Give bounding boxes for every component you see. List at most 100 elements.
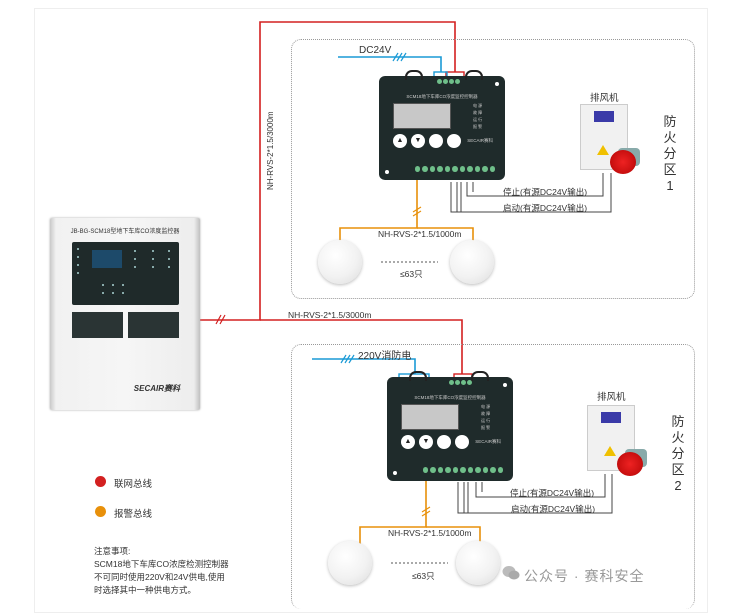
controller-logo-zone1: SECAIR赛科 [467, 138, 493, 143]
warning-icon [597, 145, 609, 155]
status-label: 运 [473, 117, 477, 122]
zone-name-char: 1 [666, 178, 674, 193]
co-detector-icon [450, 240, 494, 284]
mount-hole [495, 82, 499, 86]
co-controller-zone2: SCM18地下车库CO浓度监控控制器 电 源 故 障 运 行 报 警 ▲ ▼ S… [387, 371, 513, 481]
stop-output-line-2 [475, 474, 606, 498]
zone-name-char: 2 [674, 478, 682, 493]
status-led [77, 248, 79, 250]
mount-ear [405, 70, 423, 80]
keypad-key [102, 284, 104, 286]
co-controller-zone1: SCM18地下车库CO浓度监控控制器 电 源 故 障 运 行 报 警 ▲ ▼ S… [379, 70, 505, 180]
watermark-text: 公众号 · 赛科安全 [524, 568, 645, 584]
main-panel-display [72, 242, 179, 305]
cable-slash [348, 354, 355, 364]
stop-output-label-zone2: 停止(有源DC24V输出) [510, 488, 595, 498]
cable-slash [392, 52, 399, 62]
controller-title-zone1: SCM18地下车库CO浓度监控控制器 [406, 94, 478, 99]
status-label: 电 [473, 103, 477, 108]
main-panel-logo: SECAIR赛科 [133, 384, 180, 393]
status-led [152, 266, 154, 268]
zone-name-char: 防 [671, 414, 685, 429]
mount-ear [471, 371, 489, 381]
status-led [77, 272, 79, 274]
zone-name-char: 区 [663, 162, 677, 177]
cable-slash [215, 314, 222, 325]
power-line-zone1 [338, 56, 442, 72]
controller-lcd-zone2 [401, 404, 459, 430]
controller-lcd-zone1 [393, 103, 451, 129]
power-label-zone2: 220V消防电 [358, 351, 412, 362]
legend-network-bus-label: 联网总线 [114, 479, 153, 490]
cable-slash [396, 52, 403, 62]
zone-name-char: 火 [663, 130, 677, 145]
fan-label-zone2: 排风机 [597, 392, 626, 403]
start-output-line-2 [457, 474, 613, 514]
alarm-bus-zone1 [339, 178, 418, 245]
fire-zone-2 [291, 344, 695, 609]
status-led [77, 256, 79, 258]
detector-count-zone1: ≤63只 [400, 269, 423, 279]
start-output-label-zone1: 启动(有源DC24V输出) [503, 203, 588, 213]
mount-ear [409, 371, 427, 381]
status-label: 行 [486, 418, 491, 423]
function-button[interactable] [437, 435, 451, 449]
zone-indicator-grid-left [72, 312, 123, 338]
cable-slash [219, 314, 226, 325]
exhaust-fan-icon-zone2 [617, 452, 643, 476]
bottom-terminals [415, 166, 495, 172]
status-led [168, 258, 170, 260]
fan-label-zone1: 排风机 [590, 93, 619, 104]
cable-slash [412, 206, 422, 213]
power-label-zone1: DC24V [359, 45, 392, 56]
mount-hole [503, 383, 507, 387]
status-label: 源 [478, 103, 483, 108]
status-label: 故 [473, 110, 477, 115]
up-button[interactable]: ▲ [401, 435, 415, 449]
co-detector-icon [318, 240, 362, 284]
notes-title: 注意事项: [94, 546, 131, 556]
mount-hole [385, 170, 389, 174]
status-led [134, 258, 136, 260]
notes-block: 注意事项: SCM18地下车库CO浓度检测控制器 不可同时使用220V和24V供… [94, 545, 229, 597]
controller-logo-zone2: SECAIR赛科 [475, 439, 501, 444]
alarm-bus-zone2 [359, 478, 427, 545]
keypad-key [112, 292, 114, 294]
status-label: 障 [478, 110, 483, 115]
cable-slash [400, 52, 407, 62]
alarm-bus-zone2-right [426, 526, 481, 545]
start-output-label-zone2: 启动(有源DC24V输出) [511, 504, 596, 514]
zone-name-char: 防 [663, 114, 677, 129]
warning-icon [604, 446, 616, 456]
function-button[interactable] [429, 134, 443, 148]
wechat-icon [502, 566, 520, 580]
keypad-key [102, 292, 104, 294]
status-label: 警 [478, 124, 483, 129]
trunk-cable-horizontal-label: NH-RVS-2*1.5/3000m [288, 310, 372, 320]
trunk-cable-vertical-label: NH-RVS-2*1.5/3000m [266, 111, 275, 190]
power-line-zone2 [312, 358, 416, 374]
function-button[interactable] [455, 435, 469, 449]
status-led [77, 264, 79, 266]
controller-title-zone2: SCM18地下车库CO浓度监控控制器 [414, 395, 486, 400]
status-led [152, 250, 154, 252]
network-bus-zone2 [260, 319, 463, 374]
legend-alarm-bus-swatch [95, 506, 106, 517]
up-button[interactable]: ▲ [393, 134, 407, 148]
status-label: 运 [481, 418, 485, 423]
function-button[interactable] [447, 134, 461, 148]
zone-name-char: 火 [671, 430, 685, 445]
status-led [152, 258, 154, 260]
down-button[interactable]: ▼ [411, 134, 425, 148]
legend-alarm-bus-label: 报警总线 [114, 509, 153, 520]
co-detector-icon [456, 541, 500, 585]
status-label: 报 [473, 124, 477, 129]
mount-hole [393, 471, 397, 475]
detector-cable-label-zone2: NH-RVS-2*1.5/1000m [388, 528, 472, 538]
notes-line: SCM18地下车库CO浓度检测控制器 [94, 559, 229, 569]
notes-line: 不可同时使用220V和24V供电,使用 [94, 572, 225, 582]
co-detector-icon [328, 541, 372, 585]
detector-cable-label-zone1: NH-RVS-2*1.5/1000m [378, 229, 462, 239]
down-button[interactable]: ▼ [419, 435, 433, 449]
zone-name-char: 区 [671, 462, 685, 477]
